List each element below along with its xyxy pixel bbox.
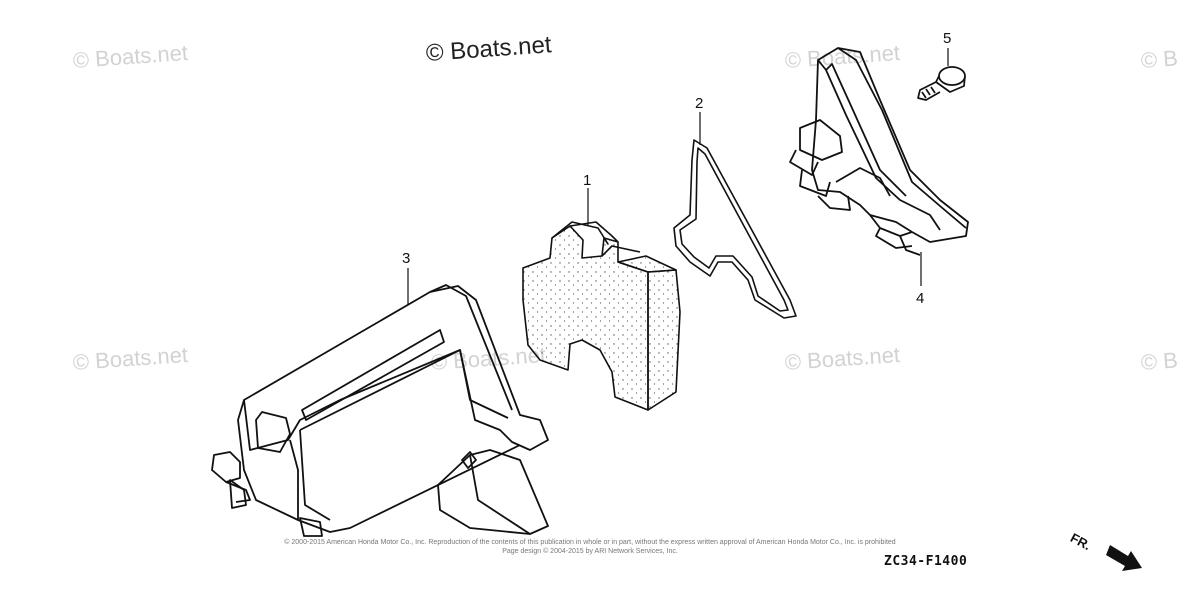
part-3-air-cleaner-case[interactable]: [211, 284, 549, 537]
copyright-line-2: Page design © 2004-2015 by ARI Network S…: [502, 548, 678, 555]
copyright-notice: © 2000-2015 American Honda Motor Co., In…: [180, 538, 1000, 556]
part-2-gasket[interactable]: [673, 139, 797, 319]
callout-5: 5: [943, 30, 952, 47]
callout-3: 3: [402, 250, 411, 267]
copyright-line-1: © 2000-2015 American Honda Motor Co., In…: [284, 539, 896, 546]
part-5-knob-bolt[interactable]: [917, 66, 966, 101]
callout-4: 4: [916, 290, 925, 307]
part-1-foam-element[interactable]: [522, 221, 681, 411]
callout-2: 2: [695, 95, 704, 112]
part-4-air-cleaner-cover[interactable]: [789, 47, 969, 256]
diagram-code: ZC34-F1400: [884, 554, 968, 569]
front-direction-arrow: [1106, 545, 1142, 571]
leader-lines: [407, 48, 949, 305]
callout-1: 1: [583, 172, 592, 189]
